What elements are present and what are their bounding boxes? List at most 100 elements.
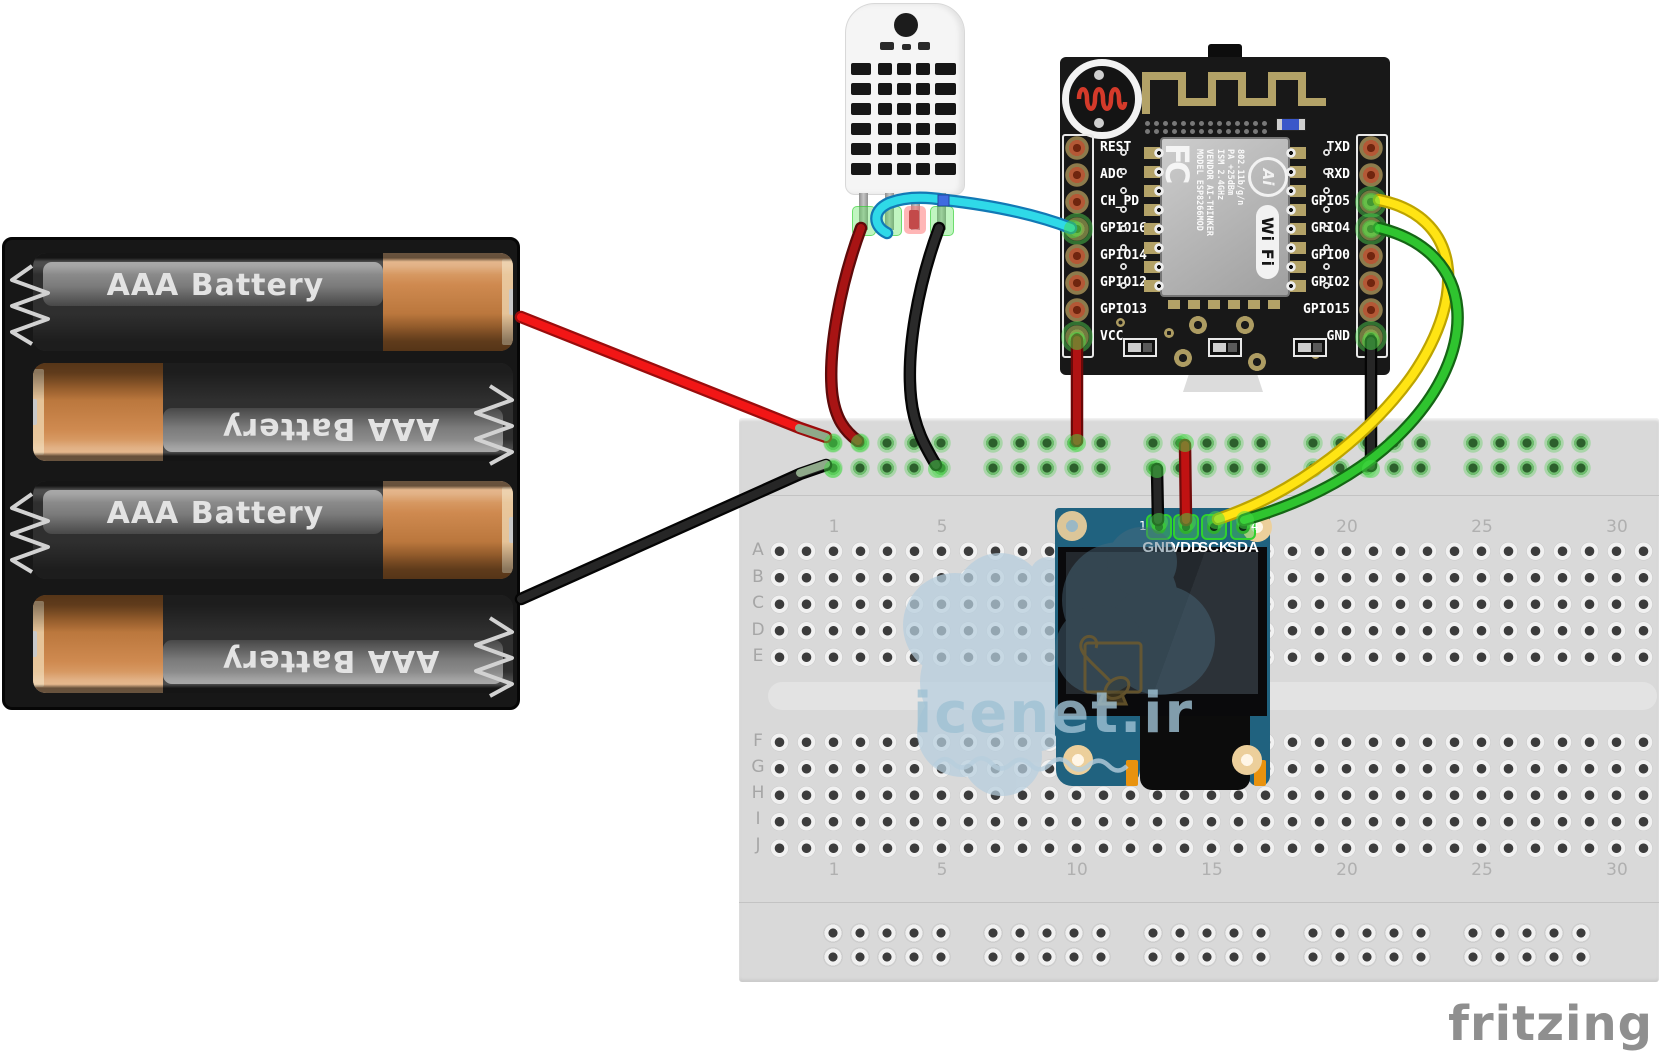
rail-hole (983, 458, 1003, 478)
dht22-grille-slot (935, 163, 956, 175)
battery-3[interactable]: AAA Battery (33, 481, 513, 579)
rail-hole (904, 433, 924, 453)
rail-hole (1544, 458, 1564, 478)
rail-hole (1463, 923, 1483, 943)
rail-hole (850, 947, 870, 967)
module-pad (1188, 300, 1200, 309)
rail-hole (1091, 947, 1111, 967)
dht22-grille-slot (935, 63, 956, 75)
rail-hole (904, 923, 924, 943)
rail-hole (1251, 947, 1271, 967)
column-number-30: 30 (1606, 517, 1628, 537)
rail-hole (1010, 433, 1030, 453)
through-hole (1323, 225, 1330, 232)
rail-hole (1010, 458, 1030, 478)
dht22-grille-slot (916, 83, 930, 95)
esp-pin-ADC (1065, 163, 1089, 187)
pcb-dot (1154, 121, 1159, 126)
rail-hole (1064, 947, 1084, 967)
esp-pin-label-CH_PD: CH_PD (1100, 194, 1140, 209)
battery-1[interactable]: AAA Battery (33, 253, 513, 351)
rail-hole (877, 923, 897, 943)
castellation (1286, 280, 1306, 292)
gold-via (1174, 349, 1192, 367)
castellation (1144, 242, 1164, 254)
rail-hole (877, 458, 897, 478)
oled-pin-number-first: 1 (1139, 519, 1147, 533)
esp-pin-GPIO16 (1065, 217, 1089, 241)
column-number-10: 10 (1066, 860, 1088, 880)
power-rail-bottom-2 (823, 947, 1623, 967)
photoresistor-icon (1062, 59, 1142, 139)
wire-dht-vcc[interactable] (827, 224, 865, 445)
rail-hole (1357, 923, 1377, 943)
dht22-grille-slot (851, 83, 871, 95)
rail-hole (1384, 458, 1404, 478)
rail-hole (1303, 923, 1323, 943)
rail-hole (1170, 947, 1190, 967)
dht22-mark (880, 42, 894, 50)
rail-hole (1224, 923, 1244, 943)
castellation (1286, 261, 1306, 273)
rail-hole (1197, 458, 1217, 478)
dht22-grille-slot (851, 103, 871, 115)
dht22-grille-slot (878, 63, 892, 75)
rail-hole (1490, 923, 1510, 943)
esp-pin-label-ADC: ADC (1100, 167, 1124, 182)
dht22-grille-slot (851, 123, 871, 135)
dht22-grille-slot (897, 83, 911, 95)
castellation (1144, 280, 1164, 292)
battery-4[interactable]: AAA Battery (33, 595, 513, 693)
rail-group (1143, 947, 1271, 967)
dht22-grille-slot (878, 123, 892, 135)
rail-hole (1384, 433, 1404, 453)
rail-group (1463, 433, 1591, 453)
pcb-dot (1163, 121, 1168, 126)
pcb-dot (1190, 121, 1195, 126)
esp-pin-label-VCC: VCC (1100, 329, 1124, 344)
rail-hole (1251, 433, 1271, 453)
pcb-dot (1172, 129, 1177, 134)
rail-hole (1463, 947, 1483, 967)
dht22-grille-slot (897, 103, 911, 115)
battery-holder[interactable]: AAA BatteryAAA BatteryAAA BatteryAAA Bat… (2, 237, 520, 710)
pcb-dot (1154, 129, 1159, 134)
battery-2[interactable]: AAA Battery (33, 363, 513, 461)
rail-hole (904, 947, 924, 967)
rail-hole (931, 458, 951, 478)
rail-hole (1064, 923, 1084, 943)
row-letter-D: D (751, 619, 765, 640)
rail-hole (1303, 433, 1323, 453)
through-hole (1323, 282, 1330, 289)
pcb-dot (1244, 129, 1249, 134)
dht22-sensor[interactable] (845, 3, 965, 236)
rail-hole (1170, 458, 1190, 478)
esp-connector-foot (1183, 375, 1263, 392)
rail-hole (1357, 458, 1377, 478)
mounting-hole (1063, 745, 1093, 775)
esp-pin-GND (1359, 325, 1383, 349)
rail-hole (1010, 947, 1030, 967)
dht22-grille-slot (897, 143, 911, 155)
rail-group (1143, 458, 1271, 478)
module-pad (1248, 300, 1260, 309)
dht22-grille-slot (916, 63, 930, 75)
oled-screen (1058, 547, 1267, 718)
rail-hole (1571, 458, 1591, 478)
pcb-antenna-icon (1142, 72, 1326, 114)
through-hole (1323, 187, 1330, 194)
rail-hole (1143, 433, 1163, 453)
castellation (1144, 261, 1164, 273)
rail-hole (1091, 433, 1111, 453)
dht22-grille-slot (897, 63, 911, 75)
pcb-dot (1181, 121, 1186, 126)
rail-hole (983, 923, 1003, 943)
castellation (1144, 223, 1164, 235)
rail-hole (1411, 433, 1431, 453)
castellation (1144, 147, 1164, 159)
esp-pin-label-GPIO15: GPIO15 (1303, 302, 1350, 317)
dht22-pin-3-pad (904, 206, 926, 234)
